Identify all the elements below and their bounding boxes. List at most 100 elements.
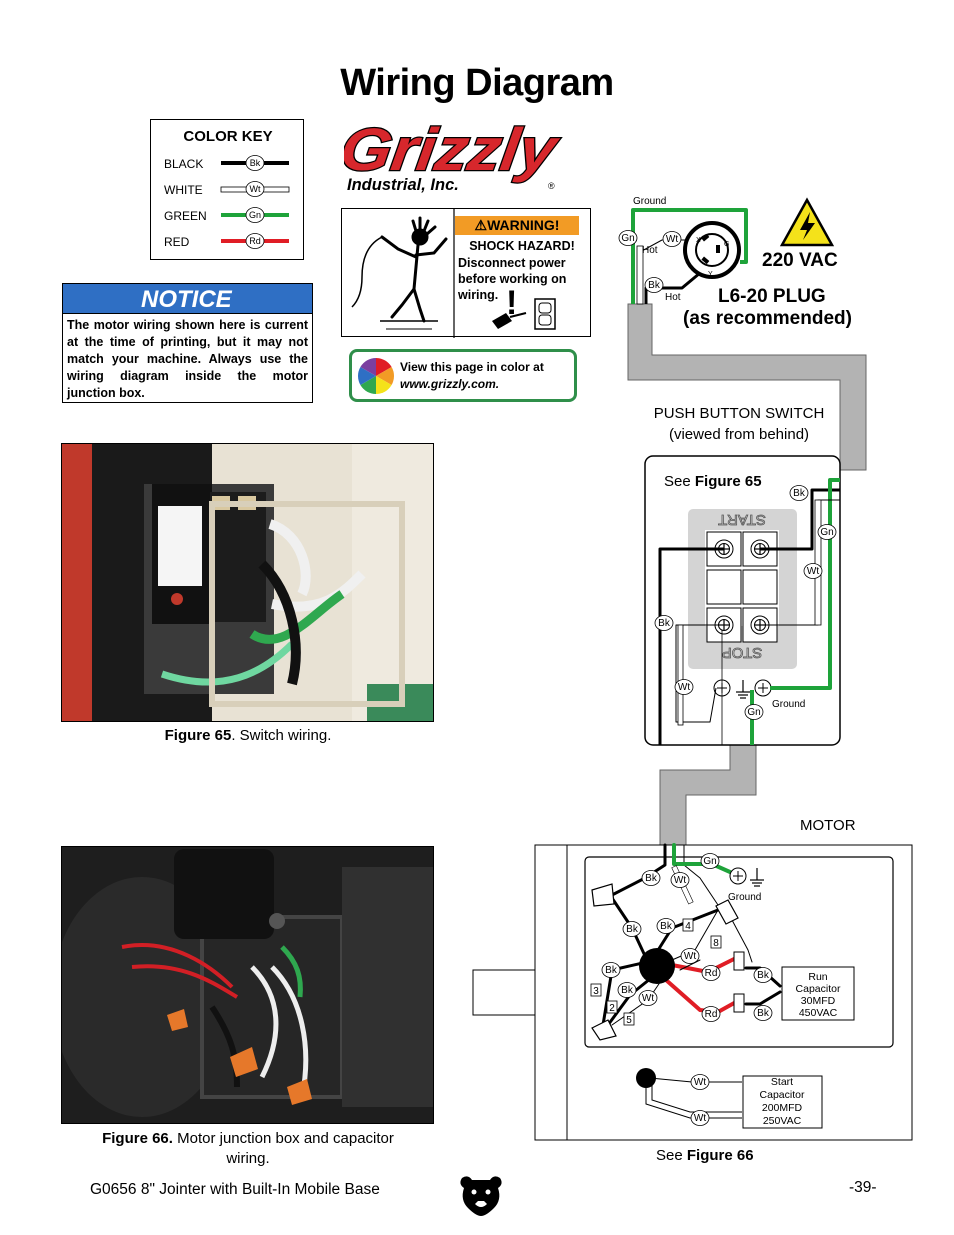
footer-model: G0656 8" Jointer with Built-In Mobile Ba… (90, 1181, 380, 1198)
logo-registered: ® (548, 181, 555, 191)
warning-label: ! (341, 208, 591, 338)
tag-switch-wt2: Wt (678, 682, 690, 693)
tag-switch-gn1: Gn (820, 527, 833, 538)
switch-subtitle: (viewed from behind) (669, 426, 809, 443)
plug-pin-g: G (724, 241, 729, 248)
figure-66-photo (61, 846, 434, 1124)
color-key-label-green: GREEN (164, 209, 207, 223)
start-cap-line4: 250VAC (763, 1115, 802, 1127)
tag-motor-bk4: Bk (605, 965, 618, 976)
color-key: COLOR KEY BLACK WHITE GREEN RED Bk Wt Gn… (150, 119, 304, 260)
page-number: -39- (849, 1179, 877, 1196)
color-wheel-icon (357, 358, 395, 394)
switch-title: PUSH BUTTON SWITCH (654, 405, 825, 422)
warning-line4: wiring. (458, 288, 499, 302)
tag-switch-bk1: Bk (793, 488, 806, 499)
tag-motor-wt4: Wt (694, 1077, 706, 1088)
plug-pin-y: Y (708, 271, 713, 278)
tag-motor-bk2: Bk (626, 924, 639, 935)
plug-hot1-label: Hot (642, 245, 658, 256)
plug-pin-x: X (696, 237, 701, 244)
run-capacitor (781, 966, 855, 1021)
motor-shaft (472, 969, 536, 1016)
color-key-abbr-bk: Bk (250, 158, 261, 168)
plug-label-1: L6-20 PLUG (718, 286, 826, 307)
motor-ground-symbol (750, 868, 764, 887)
tag-motor-wt3: Wt (642, 993, 654, 1004)
start-capacitor (742, 1075, 823, 1129)
color-key-abbr-gn: Gn (249, 210, 261, 220)
terminal-3: 3 (593, 986, 599, 997)
figure-65-label: Figure 65 (164, 727, 232, 744)
color-badge-text: View this page in color at www.grizzly.c… (400, 359, 576, 393)
grizzly-logo: Grizzly Industrial, Inc. ® (344, 114, 566, 194)
start-cap-line2: Capacitor (760, 1089, 805, 1101)
warning-header: ⚠WARNING! (455, 216, 579, 235)
color-key-title: COLOR KEY (183, 128, 273, 145)
motor-title: MOTOR (800, 817, 856, 834)
svg-text:!: ! (506, 284, 517, 322)
terminal-8: 8 (713, 938, 719, 949)
switch-start-label: START (718, 511, 766, 528)
tag-motor-bk5: Bk (621, 985, 634, 996)
switch-ground-symbol (736, 680, 750, 699)
plug-hot2-label: Hot (665, 292, 681, 303)
warning-line2: Disconnect power (458, 256, 566, 270)
notice-header: NOTICE (62, 283, 313, 314)
warning-header-text: WARNING! (487, 217, 560, 233)
motor-wiring-hub (639, 948, 675, 984)
color-badge-line1: View this page in color at (400, 360, 544, 374)
warning-line3: before working on (458, 272, 567, 286)
tag-motor-wt2: Wt (684, 951, 696, 962)
motor-ground-label: Ground (728, 892, 761, 903)
switch-ground-label: Ground (772, 699, 805, 710)
terminal-5: 5 (626, 1015, 632, 1026)
logo-brand: Grizzly (344, 115, 565, 183)
run-cap-line1: Run (808, 971, 827, 983)
tag-motor-bk3: Bk (660, 921, 673, 932)
shock-figure-icon: ! (351, 209, 556, 338)
switch-stop-label: STOP (722, 644, 763, 661)
plug-label-2: (as recommended) (683, 308, 852, 329)
start-cap-line1: Start (771, 1076, 793, 1088)
color-key-label-red: RED (164, 235, 190, 249)
warning-line1: SHOCK HAZARD! (469, 239, 575, 253)
color-key-abbr-rd: Rd (249, 236, 261, 246)
run-cap-line2: Capacitor (796, 983, 841, 995)
tag-plug-wt: Wt (666, 234, 678, 245)
plug-icon (492, 298, 556, 330)
color-badge-link[interactable]: www.grizzly.com. (400, 377, 500, 391)
figure-65-caption: Figure 65. Switch wiring. (90, 727, 406, 744)
tag-switch-wt1: Wt (807, 566, 819, 577)
color-key-abbr-wt: Wt (250, 184, 261, 194)
plug-ground-label: Ground (633, 196, 666, 207)
start-cap-hub (636, 1068, 656, 1088)
figure-66-caption: Figure 66. Motor junction box and capaci… (62, 1129, 434, 1169)
logo-sub: Industrial, Inc. (347, 176, 459, 194)
figure-65-photo (61, 443, 434, 722)
grizzly-bear-icon (460, 1176, 502, 1216)
color-key-label-white: WHITE (164, 183, 203, 197)
tag-plug-bk: Bk (648, 280, 661, 291)
color-badge (349, 349, 577, 402)
warning-triangle-icon: ⚠ (474, 217, 488, 233)
tag-motor-rd2: Rd (705, 1009, 718, 1020)
page-title: Wiring Diagram (340, 62, 614, 104)
switch-see: See Figure 65 (664, 473, 762, 490)
motor-see: See Figure 66 (656, 1147, 754, 1164)
start-cap-line3: 200MFD (762, 1102, 803, 1114)
terminal-2: 2 (609, 1003, 615, 1014)
tag-motor-wt1: Wt (674, 875, 686, 886)
notice-body: The motor wiring shown here is current a… (62, 314, 313, 403)
figure-66-text2: wiring. (226, 1150, 270, 1167)
tag-motor-wt5: Wt (694, 1113, 706, 1124)
color-key-swatches: Bk Wt Gn Rd (220, 155, 290, 249)
tag-plug-gn: Gn (621, 233, 634, 244)
figure-66-label: Figure 66. (102, 1130, 173, 1147)
tag-motor-rd1: Rd (705, 968, 718, 979)
figure-66-text: Motor junction box and capacitor (172, 1130, 394, 1147)
tag-switch-bk2: Bk (658, 618, 671, 629)
voltage-label: 220 VAC (762, 250, 838, 271)
run-cap-line4: 450VAC (799, 1007, 838, 1019)
